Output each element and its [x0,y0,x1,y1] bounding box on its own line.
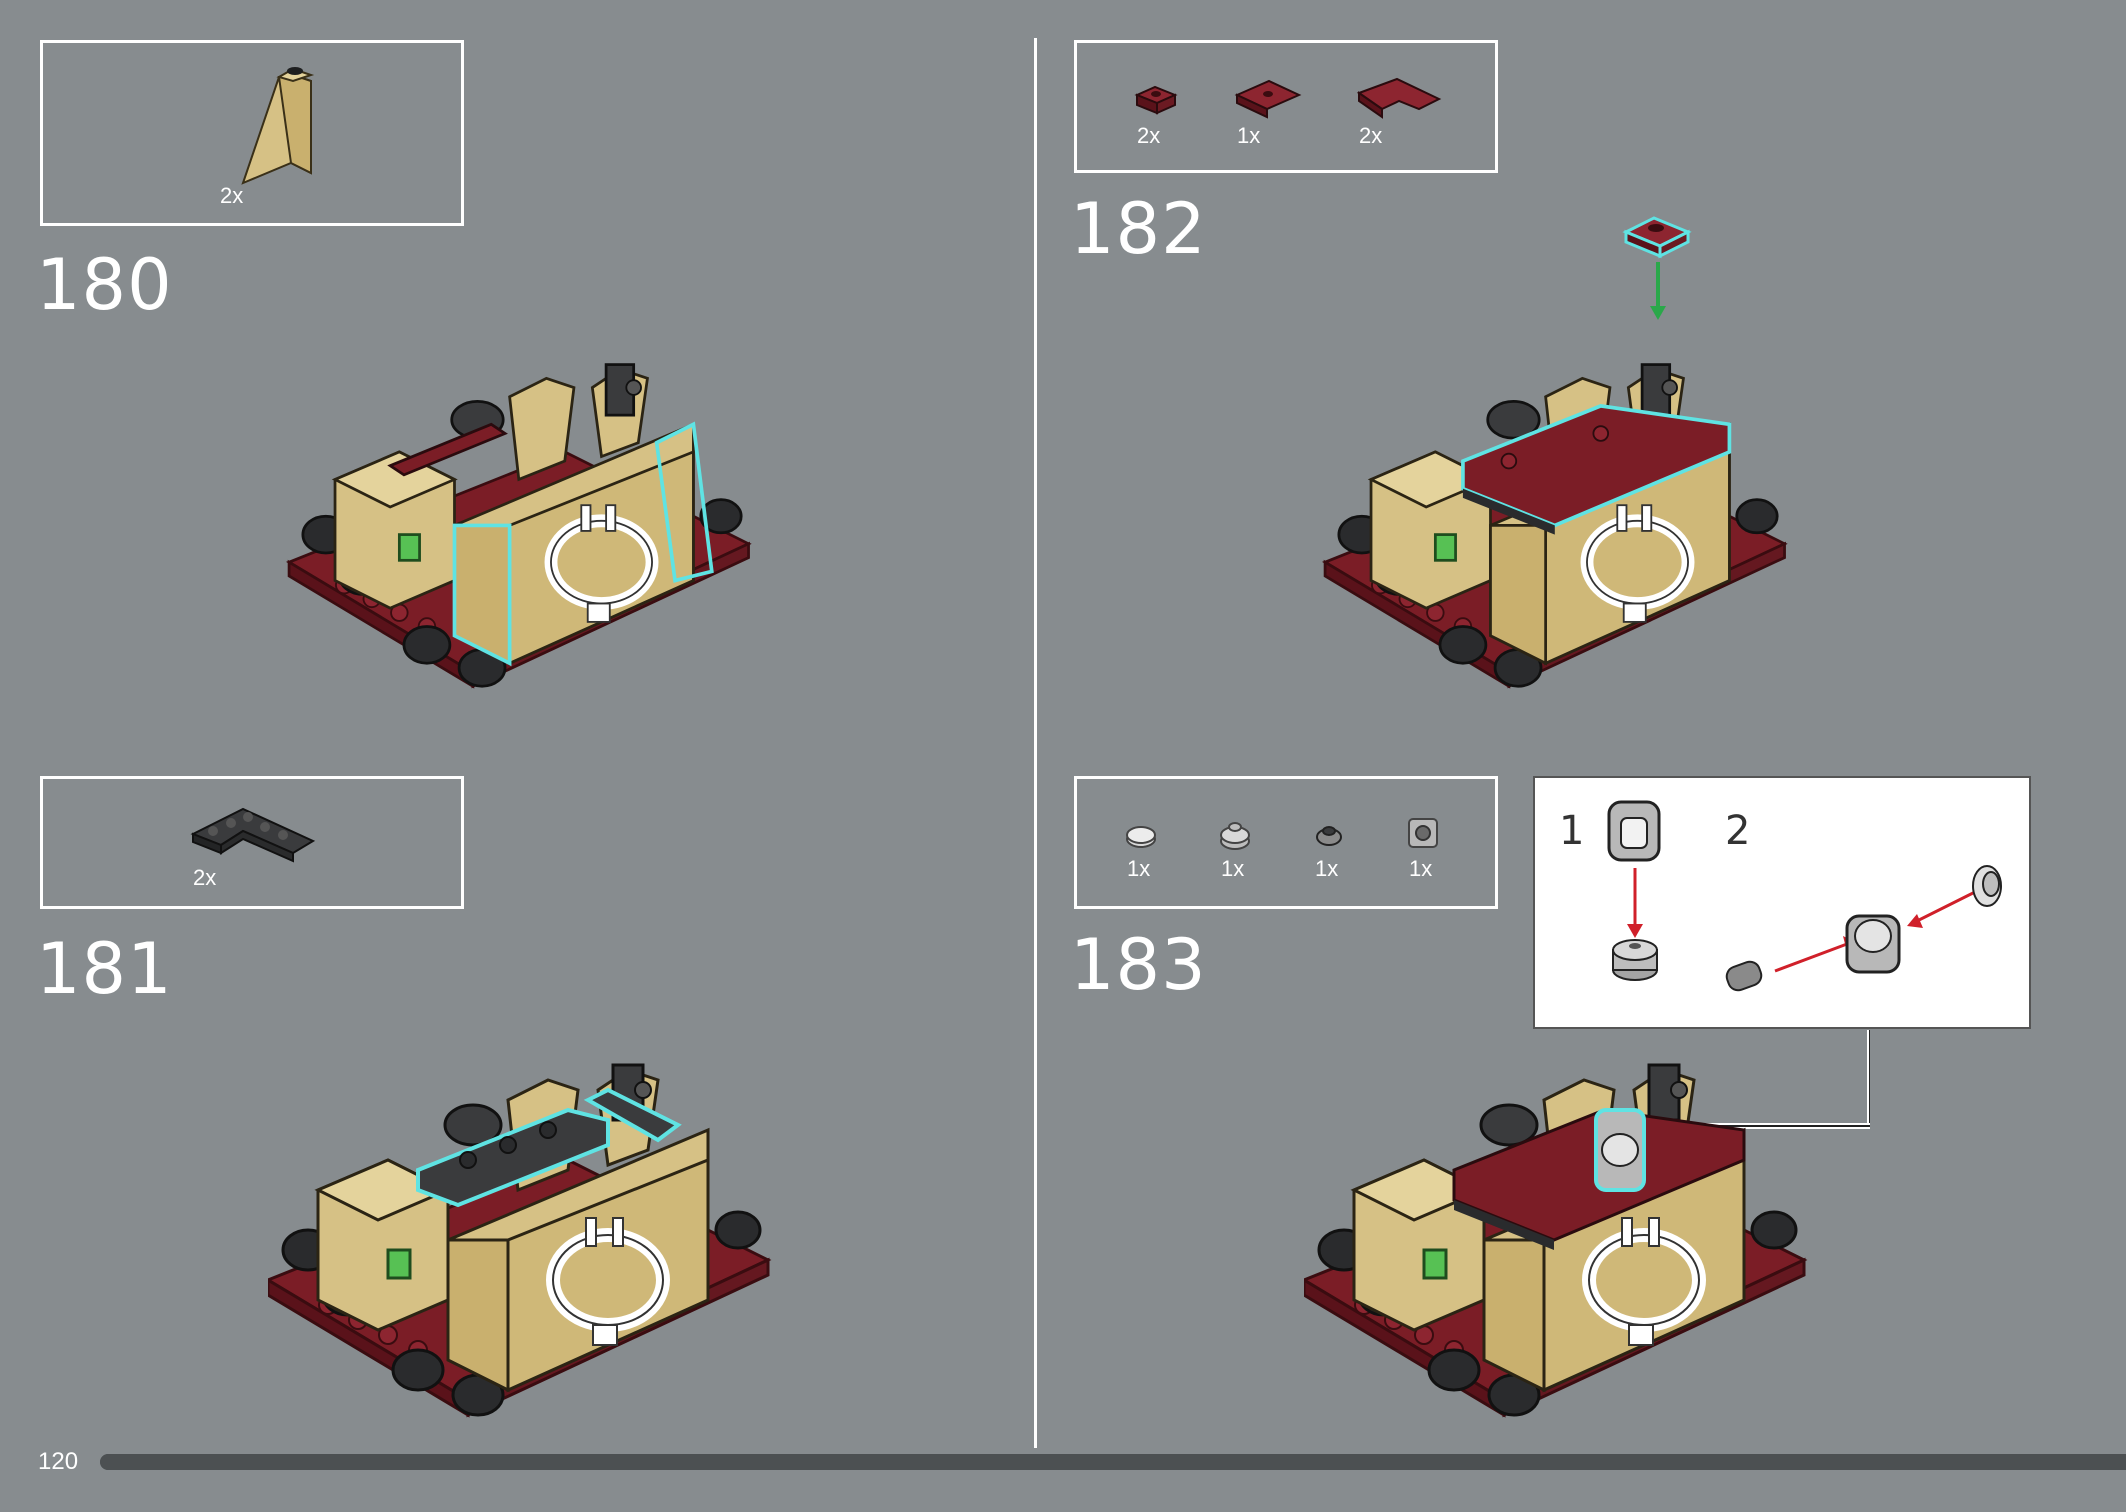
parts-box-step-183: 1x 1x 1x 1x [1074,776,1498,909]
dark-gray-l-plate-icon [190,807,316,863]
sub-assembly-callout: 1 2 [1533,776,2031,1029]
qty-label: 1x [1221,856,1245,881]
progress-bar [100,1454,2126,1470]
page-number: 120 [38,1448,79,1475]
parts-box-step-182: 2x 1x 2x [1074,40,1498,173]
qty-label: 1x [1409,856,1433,881]
parts-box-step-181: 2x [40,776,464,909]
qty-label: 2x [220,183,244,208]
qty-label: 2x [1137,123,1161,148]
qty-label: 1x [1237,123,1261,148]
gray-small-parts-icon [1126,818,1438,850]
sub-assembly-illustration [1607,800,2002,992]
page-divider [1034,38,1037,1448]
model-step-182 [1304,360,1824,700]
step-number: 181 [36,928,173,1010]
dark-red-plates-icon [1134,77,1442,119]
progress-bar-fill [100,1454,2126,1470]
qty-label: 2x [193,865,217,890]
step-number: 183 [1070,924,1207,1006]
model-step-180 [268,360,788,700]
parts-box-step-180: 2x [40,40,464,226]
qty-label: 1x [1315,856,1339,881]
step-number: 182 [1070,188,1207,270]
model-step-183 [1304,1060,1824,1430]
sub-step-number: 1 [1559,808,1585,854]
tan-slope-brick-icon [241,67,315,185]
model-step-181 [268,1060,788,1430]
floating-plate-arrow [1622,216,1692,320]
step-number: 180 [36,244,173,326]
qty-label: 1x [1127,856,1151,881]
sub-step-number: 2 [1725,808,1751,854]
qty-label: 2x [1359,123,1383,148]
